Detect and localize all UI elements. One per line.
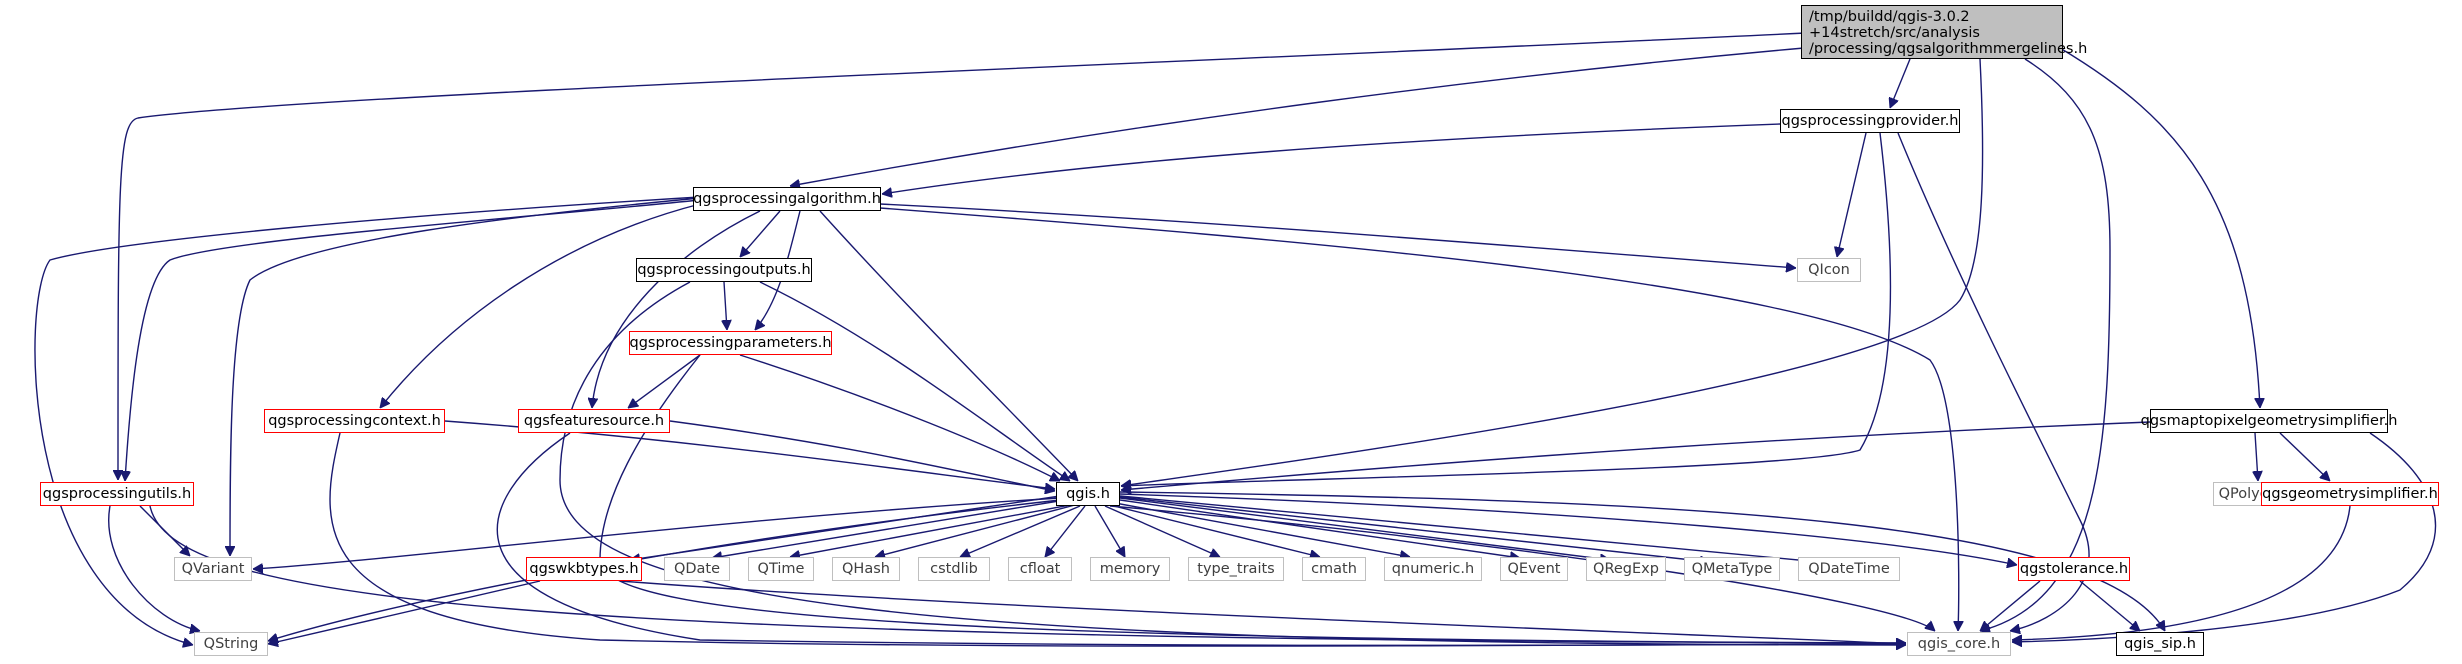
edge-algorithm-to-icon — [879, 203, 1796, 268]
edge-qgis-to-event — [1119, 499, 1520, 558]
edge-tolerance-to-sip — [2079, 580, 2140, 631]
edge-algorithm-to-core — [879, 207, 1959, 631]
node-qstring: QString — [194, 632, 268, 656]
edge-provider-to-qgis — [1121, 132, 1892, 486]
edge-qgis-to-cmath — [1109, 504, 1320, 557]
node-qevent: QEvent — [1500, 557, 1568, 581]
edge-root-to-provider — [1890, 58, 1911, 108]
node-qregexp: QRegExp — [1586, 557, 1666, 581]
edge-qgis-to-date — [712, 499, 1066, 558]
node-qnumeric-h: qnumeric.h — [1384, 557, 1482, 581]
edge-qgis-to-time — [790, 504, 1071, 557]
edge-qgis-to-hash — [875, 504, 1076, 557]
node-qgsprocessingoutputs-h[interactable]: qgsprocessingoutputs.h — [636, 258, 812, 282]
edge-provider-to-core — [1897, 132, 2090, 631]
edge-root-to-algorithm — [790, 47, 1805, 186]
edge-utils-to-core — [149, 505, 1906, 643]
node-qgsgeometrysimplifier-h[interactable]: qgsgeometrysimplifier.h — [2261, 482, 2439, 506]
edge-wkbtypes-to-core — [619, 580, 1906, 644]
node-type-traits: type_traits — [1188, 557, 1284, 581]
edge-wkbtypes-to-string — [268, 580, 541, 644]
edge-algorithm-to-featuresource — [592, 210, 761, 408]
edge-parameters-to-qgis — [739, 354, 1060, 482]
node-qgsprocessingcontext-h[interactable]: qgsprocessingcontext.h — [264, 409, 445, 433]
node-cstdlib: cstdlib — [918, 557, 990, 581]
node-qgsfeaturesource-h[interactable]: qgsfeaturesource.h — [518, 409, 670, 433]
edge-outputs-to-qgis — [759, 281, 1070, 481]
edge-root-to-maptopixel — [2059, 47, 2260, 408]
edge-geomsimplifier-to-core — [2012, 505, 2351, 640]
node-qicon: QIcon — [1797, 258, 1861, 282]
edge-maptopixel-to-geomsimplifier — [2279, 432, 2330, 481]
node-qhash: QHash — [832, 557, 900, 581]
edge-provider-to-icon — [1837, 132, 1867, 257]
node-qgsprocessingalgorithm-h[interactable]: qgsprocessingalgorithm.h — [693, 187, 881, 211]
edge-qgis-to-regexp — [1119, 497, 1610, 560]
edge-qgis-to-memory — [1094, 505, 1126, 557]
node-qvariant: QVariant — [174, 557, 252, 581]
node-qmetatype: QMetaType — [1684, 557, 1780, 581]
edge-provider-to-algorithm — [882, 123, 1781, 194]
edge-algorithm-to-outputs — [740, 210, 781, 257]
node-qgsprocessingparameters-h[interactable]: qgsprocessingparameters.h — [629, 331, 832, 355]
edge-qgis-to-cfloat — [1045, 505, 1086, 557]
edge-featuresource-to-core — [496, 432, 1906, 645]
edge-featuresource-to-qgis — [669, 420, 1055, 491]
node-qgsprocessingprovider-h[interactable]: qgsprocessingprovider.h — [1780, 109, 1960, 133]
edge-root-to-utils — [118, 32, 1807, 480]
edge-qgis-to-cstdlib — [960, 505, 1081, 557]
edge-qgis-to-metatype — [1119, 496, 1710, 562]
edge-qgis-to-tolerance — [1119, 493, 2017, 565]
edge-qgis-to-type_traits — [1104, 505, 1220, 557]
node-qgis-core-h: qgis_core.h — [1907, 632, 2011, 656]
node-qdate: QDate — [664, 557, 730, 581]
edge-qgis-to-variant — [253, 497, 1061, 569]
node-qgis-sip-h[interactable]: qgis_sip.h — [2116, 632, 2204, 656]
edge-qgis-to-sip — [1119, 491, 2166, 631]
edge-root-to-qgis — [1121, 58, 1984, 486]
edge-maptopixel-to-polygonf — [2255, 432, 2258, 481]
edge-tolerance-to-core — [1980, 580, 2041, 631]
node-qtime: QTime — [748, 557, 814, 581]
node-qgsmaptopixelgeometrysimplifier-h[interactable]: qgsmaptopixelgeometrysimplifier.h — [2141, 409, 2397, 433]
edge-qgis-to-qnumeric — [1114, 502, 1410, 557]
edge-qgis-to-wkbtypes — [630, 495, 1061, 560]
node-qgstolerance-h[interactable]: qgstolerance.h — [2018, 557, 2130, 581]
node-qgis-h[interactable]: qgis.h — [1056, 482, 1120, 506]
node-memory: memory — [1090, 557, 1170, 581]
edge-algorithm-to-string — [34, 196, 701, 645]
node-qgswkbtypes-h[interactable]: qgswkbtypes.h — [526, 557, 642, 581]
edge-parameters-to-core — [599, 354, 1906, 643]
edge-algorithm-to-context — [380, 203, 701, 408]
edge-algorithm-to-qgis — [819, 210, 1078, 481]
root-header-node: /tmp/buildd/qgis-3.0.2 +14stretch/src/an… — [1801, 5, 2087, 59]
node-cmath: cmath — [1302, 557, 1366, 581]
edge-algorithm-to-variant — [230, 197, 701, 556]
node-qgsprocessingutils-h[interactable]: qgsprocessingutils.h — [40, 482, 194, 506]
edge-outputs-to-parameters — [724, 281, 727, 330]
node-cfloat: cfloat — [1008, 557, 1072, 581]
edge-maptopixel-to-qgis — [1121, 421, 2151, 490]
edge-utils-to-string — [108, 505, 200, 631]
edge-qgis-to-datetime — [1119, 495, 1830, 563]
node-qdatetime: QDateTime — [1798, 557, 1900, 581]
edge-parameters-to-featuresource — [628, 354, 701, 408]
